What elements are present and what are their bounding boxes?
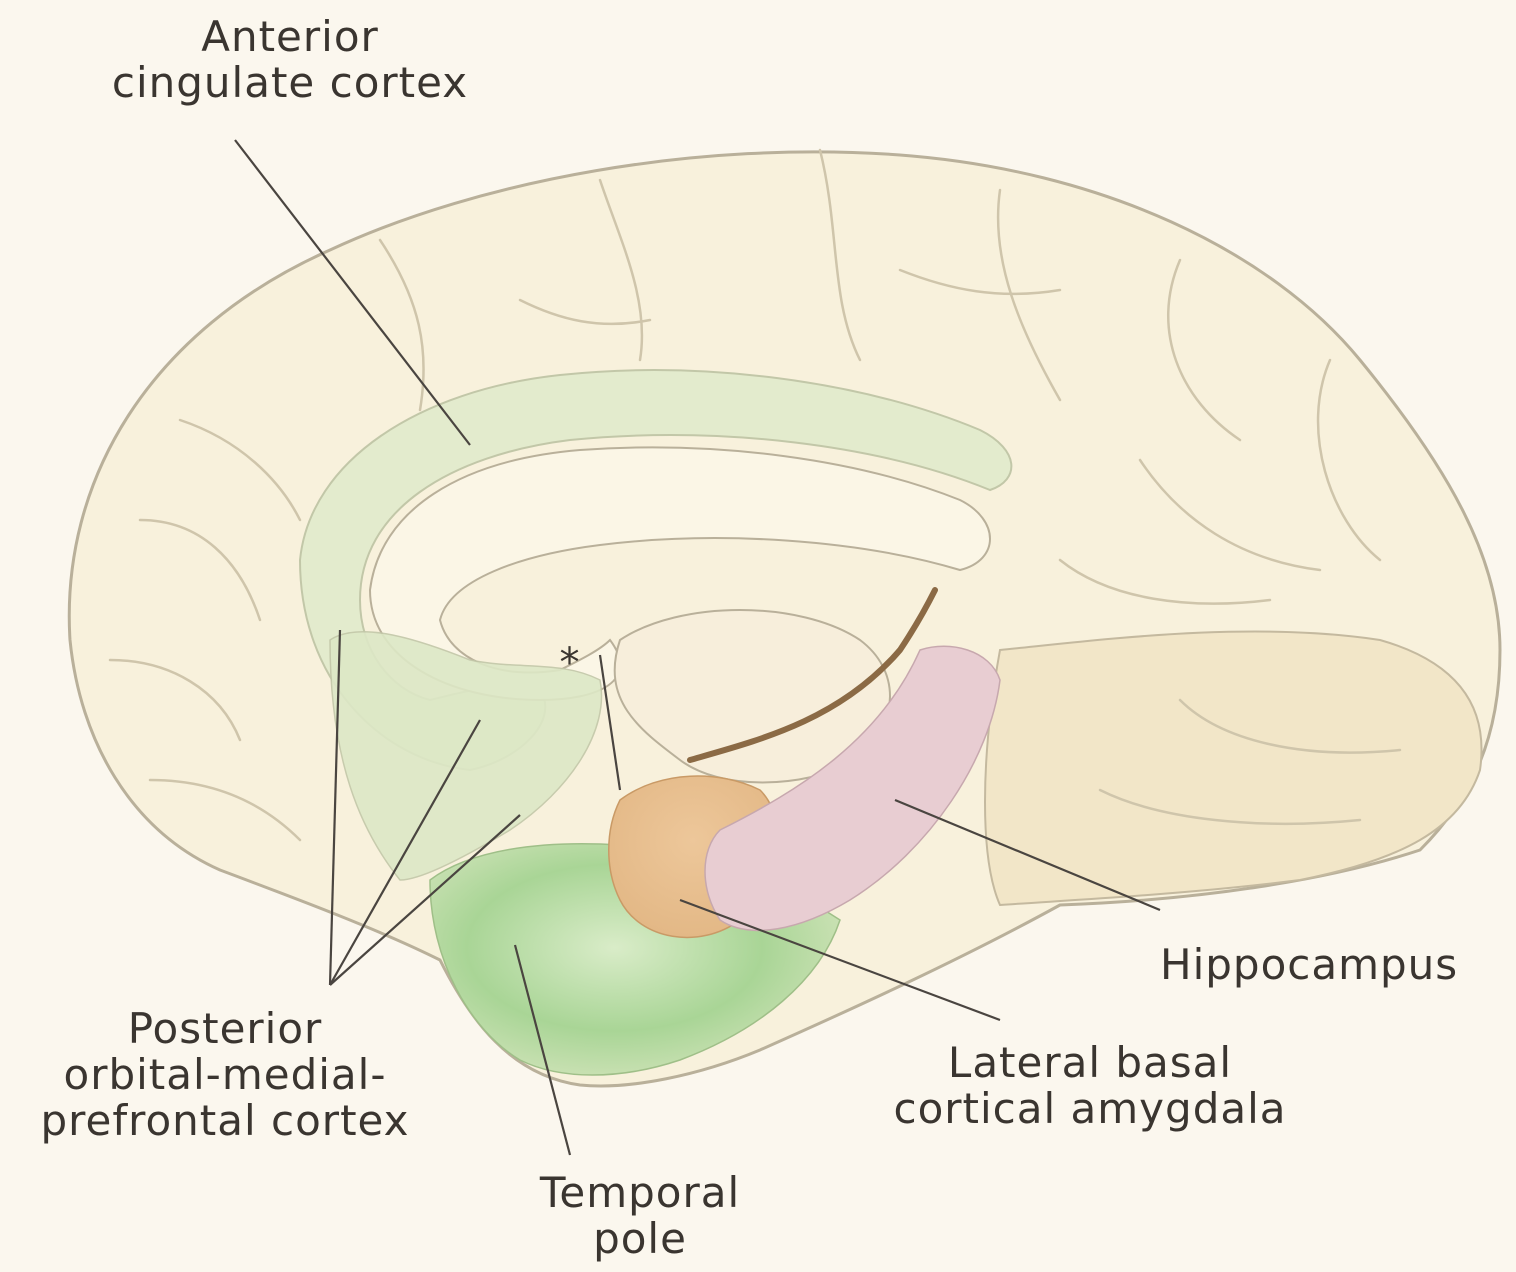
- label-posterior-ompfc-line2: orbital-medial-: [10, 1052, 440, 1098]
- label-posterior-ompfc-line3: prefrontal cortex: [10, 1098, 440, 1144]
- label-hippocampus: Hippocampus: [1160, 942, 1510, 988]
- label-temporal-pole: Temporal pole: [500, 1170, 780, 1262]
- label-lateral-basal-line1: Lateral basal: [860, 1040, 1320, 1086]
- label-hippocampus-text: Hippocampus: [1160, 942, 1510, 988]
- label-posterior-ompfc-line1: Posterior: [10, 1006, 440, 1052]
- label-lateral-basal-amygdala: Lateral basal cortical amygdala: [860, 1040, 1320, 1132]
- label-temporal-pole-line1: Temporal: [500, 1170, 780, 1216]
- inferior-temporal-region: [985, 631, 1482, 905]
- label-anterior-cingulate: Anterior cingulate cortex: [95, 14, 485, 106]
- label-posterior-ompfc: Posterior orbital-medial- prefrontal cor…: [10, 1006, 440, 1144]
- label-anterior-cingulate-line1: Anterior: [95, 14, 485, 60]
- label-anterior-cingulate-line2: cingulate cortex: [95, 60, 485, 106]
- label-temporal-pole-line2: pole: [500, 1216, 780, 1262]
- label-lateral-basal-line2: cortical amygdala: [860, 1086, 1320, 1132]
- star-marker: *: [550, 640, 590, 686]
